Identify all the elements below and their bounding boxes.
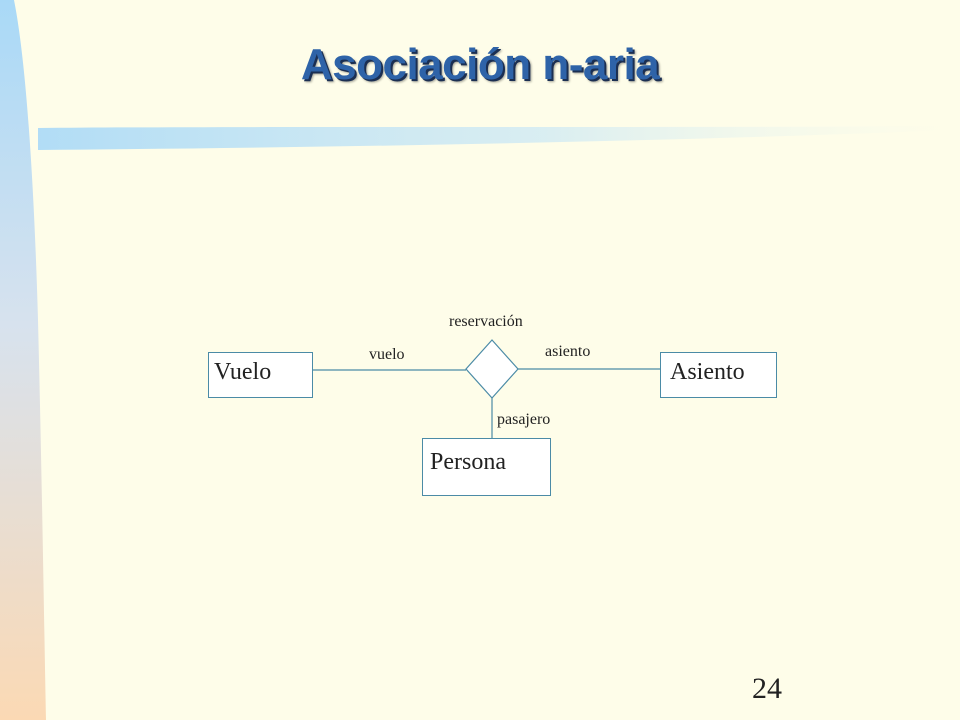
- association-diamond: [465, 339, 519, 399]
- entity-persona-box: [422, 438, 551, 496]
- title-underline-swoosh: [38, 126, 958, 150]
- page-number: 24: [752, 672, 782, 705]
- role-pasajero-label: pasajero: [497, 411, 551, 428]
- entity-vuelo-box: [208, 352, 313, 398]
- entity-asiento-box: [660, 352, 777, 398]
- role-vuelo-label: vuelo: [369, 346, 405, 363]
- role-asiento-label: asiento: [545, 343, 591, 360]
- entity-vuelo-label: Vuelo: [214, 359, 272, 385]
- entity-persona-label: Persona: [430, 449, 506, 475]
- slide-title: Asociación n-aria: [300, 40, 660, 89]
- left-gradient-band: [0, 0, 46, 720]
- entity-asiento-label: Asiento: [670, 359, 745, 385]
- association-name-label: reservación: [449, 313, 523, 330]
